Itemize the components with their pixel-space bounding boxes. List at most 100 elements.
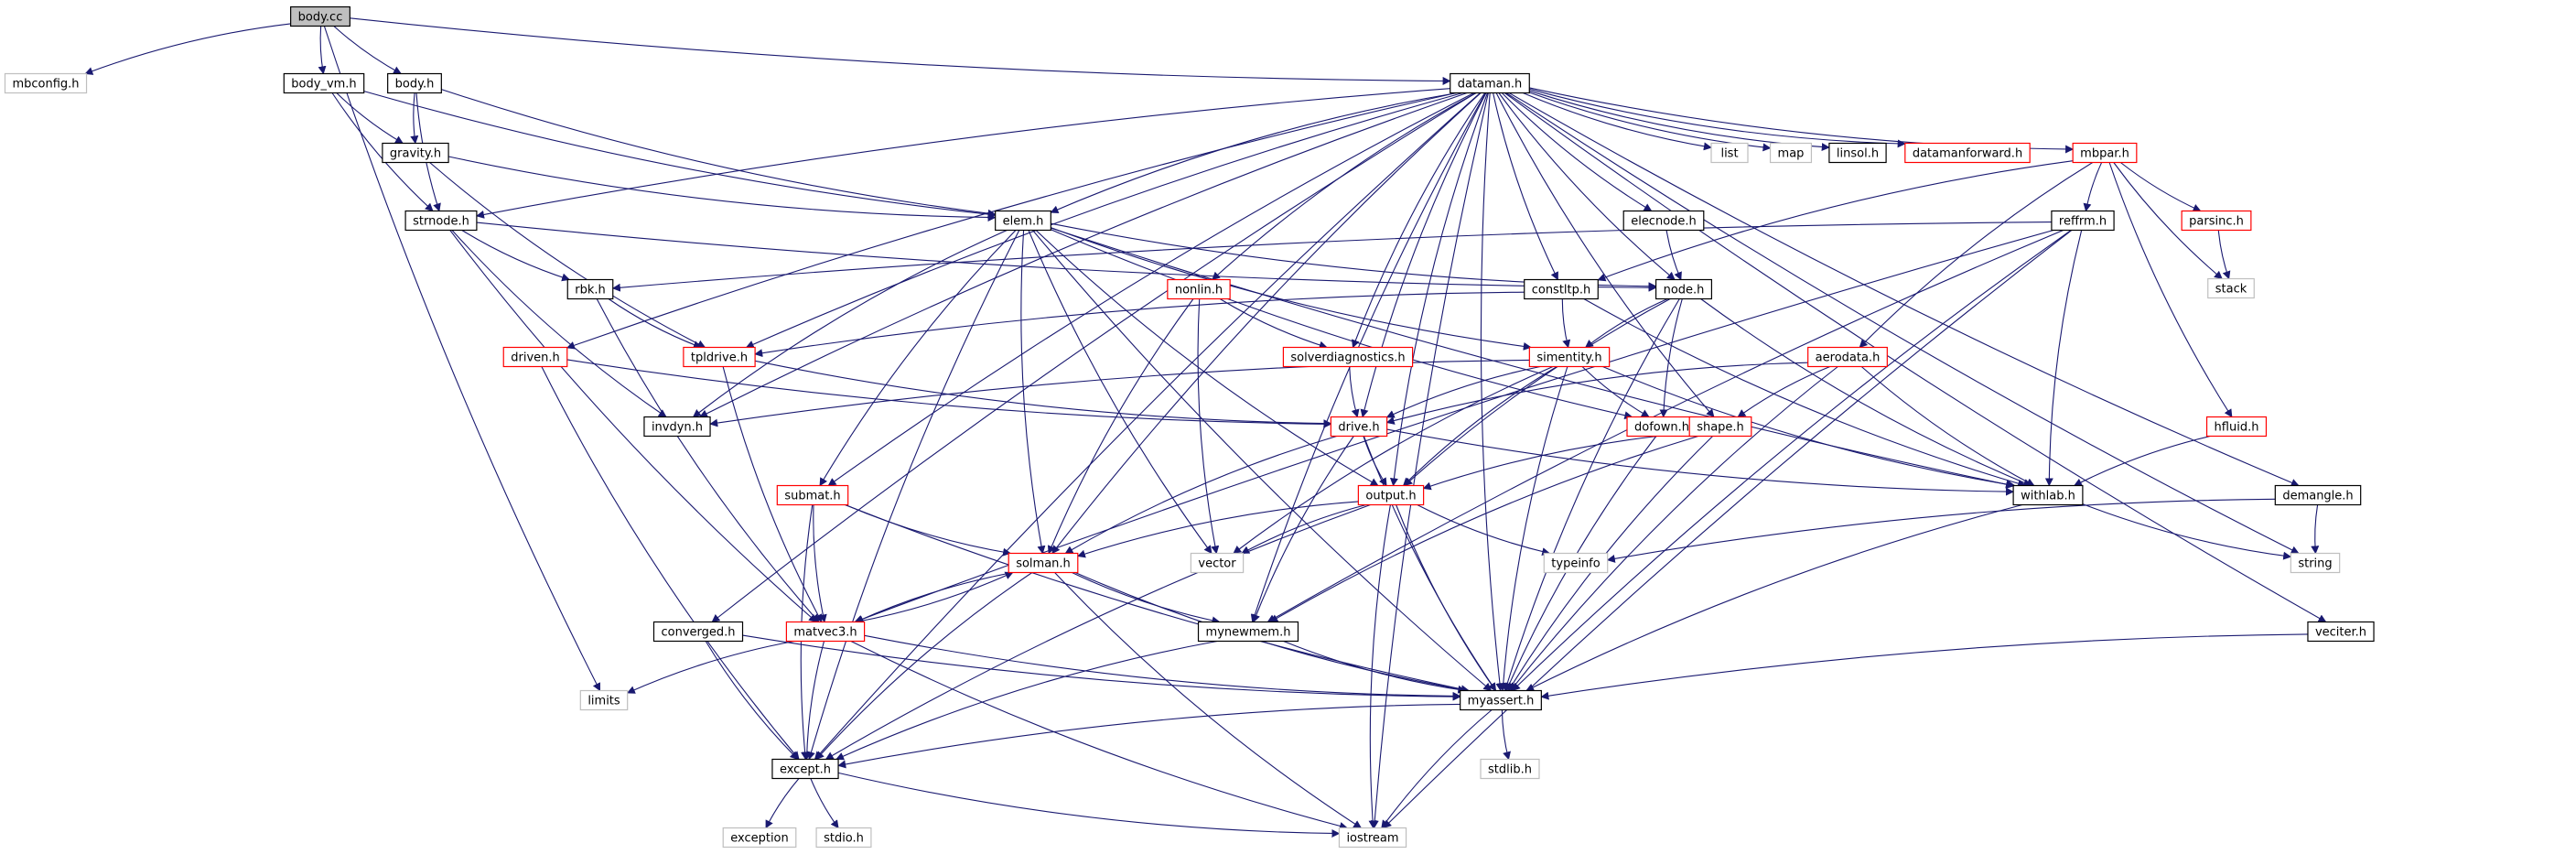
node-solverdiagnostics-h[interactable]: solverdiagnostics.h [1282,346,1414,368]
node-box [771,758,839,780]
node-linsol-h[interactable]: linsol.h [1828,142,1887,164]
node-box [722,827,797,849]
edge-dataman-h-to-shape-h [1495,92,1715,418]
edge-tpldrive-h-to-drive-h [754,360,1332,428]
node-box [652,621,744,643]
edge-parsinc-h-to-stack [2217,230,2231,280]
node-box [387,72,442,94]
node-datamanforward-h[interactable]: datamanforward.h [1904,142,2031,164]
node-mynewmem-h[interactable]: mynewmem.h [1197,621,1299,643]
edge-elem-h-to-dofown-h [1051,229,1633,420]
node-label: drive.h [1338,421,1379,435]
node-box [290,5,350,27]
node-box [2072,142,2138,164]
node-body-h[interactable]: body.h [387,72,442,94]
edge-matvec3-h-to-except-h [803,641,825,761]
edge-nonlin-h-to-solman-h [1047,298,1194,555]
node-drive-h[interactable]: drive.h [1330,416,1388,438]
edge-tpldrive-h-to-matvec3-h [722,366,823,623]
node-demangle-h[interactable]: demangle.h [2274,484,2362,506]
node-label: rbk.h [575,284,606,297]
node-solman-h[interactable]: solman.h [1008,552,1079,574]
node-box [1543,552,1609,574]
node-mbpar-h[interactable]: mbpar.h [2072,142,2138,164]
node-driven-h[interactable]: driven.h [502,346,568,368]
node-iostream: iostream [1338,827,1407,849]
node-myassert-h[interactable]: myassert.h [1460,689,1542,711]
edge-dataman-h-to-output-h [1389,92,1489,487]
edge-elem-h-to-output-h [1035,230,1379,486]
edge-aerodata-h-to-withlab-h [1860,366,2035,486]
node-box [2051,210,2115,232]
node-hfluid-h[interactable]: hfluid.h [2205,416,2268,438]
node-elem-h[interactable]: elem.h [995,210,1051,232]
node-node-h[interactable]: node.h [1654,278,1713,300]
edge-elem-h-to-invdyn-h [692,229,1008,418]
node-body-cc[interactable]: body.cc [290,5,350,27]
node-box [2012,484,2084,506]
node-box [1622,210,1705,232]
edge-dataman-h-to-converged-h [711,92,1477,623]
node-label: map [1778,147,1805,161]
node-stdlib-h: stdlib.h [1480,758,1540,780]
node-strnode-h[interactable]: strnode.h [404,210,478,232]
node-vector: vector [1190,552,1245,574]
edge-body-vm-h-to-gravity-h [336,92,404,144]
edge-drive-h-to-solman-h [1064,435,1337,554]
node-box [1197,621,1299,643]
node-constltp-h[interactable]: constltp.h [1524,278,1599,300]
edge-dataman-h-to-veciter-h [1504,92,2327,622]
edge-except-h-to-iostream [837,772,1341,838]
edge-reffrm-h-to-withlab-h [2044,230,2083,487]
node-nonlin-h[interactable]: nonlin.h [1167,278,1231,300]
node-parsinc-h[interactable]: parsinc.h [2181,210,2252,232]
node-box [2290,552,2341,574]
edge-shape-h-to-mynewmem-h [1269,435,1698,622]
node-converged-h[interactable]: converged.h [652,621,744,643]
node-reffrm-h[interactable]: reffrm.h [2051,210,2115,232]
node-label: string [2298,557,2332,571]
node-withlab-h[interactable]: withlab.h [2012,484,2084,506]
node-invdyn-h[interactable]: invdyn.h [643,416,711,438]
node-label: elem.h [1003,215,1044,229]
edge-elem-h-to-vector [1028,230,1213,555]
node-label: dataman.h [1458,78,1523,92]
node-dataman-h[interactable]: dataman.h [1450,72,1530,94]
node-output-h[interactable]: output.h [1357,484,1425,506]
dependency-edges [84,17,2327,838]
edge-simentity-h-to-myassert-h [1499,366,1568,692]
node-label: nonlin.h [1175,284,1223,297]
node-box [4,72,88,94]
edge-myassert-h-to-stdlib-h [1501,709,1511,761]
node-label: hfluid.h [2215,421,2259,435]
node-label: withlab.h [2021,490,2075,503]
node-box [1904,142,2031,164]
node-rbk-h[interactable]: rbk.h [566,278,614,300]
node-except-h[interactable]: except.h [771,758,839,780]
node-box [683,346,756,368]
edge-output-h-to-typeinfo [1417,504,1551,557]
node-shape-h[interactable]: shape.h [1688,416,1752,438]
edge-matvec3-h-to-iostream [850,641,1348,830]
node-body-vm-h[interactable]: body_vm.h [283,72,365,94]
node-elecnode-h[interactable]: elecnode.h [1622,210,1705,232]
node-label: limits [587,695,620,708]
node-veciter-h[interactable]: veciter.h [2307,621,2375,643]
node-dofown-h[interactable]: dofown.h [1626,416,1698,438]
node-submat-h[interactable]: submat.h [776,484,849,506]
node-label: simentity.h [1536,351,1601,365]
node-gravity-h[interactable]: gravity.h [382,142,449,164]
edge-strnode-h-to-invdyn-h [451,230,667,418]
node-simentity-h[interactable]: simentity.h [1528,346,1611,368]
node-aerodata-h[interactable]: aerodata.h [1807,346,1888,368]
node-tpldrive-h[interactable]: tpldrive.h [683,346,756,368]
node-label: body.h [395,78,435,92]
node-box [1710,142,1749,164]
node-matvec3-h[interactable]: matvec3.h [785,621,866,643]
edge-dataman-h-to-driven-h [566,92,1457,350]
edge-mbpar-h-to-reffrm-h [2083,162,2103,212]
edge-simentity-h-to-dofown-h [1581,366,1650,417]
node-box [1460,689,1542,711]
node-stdio-h: stdio.h [815,827,872,849]
